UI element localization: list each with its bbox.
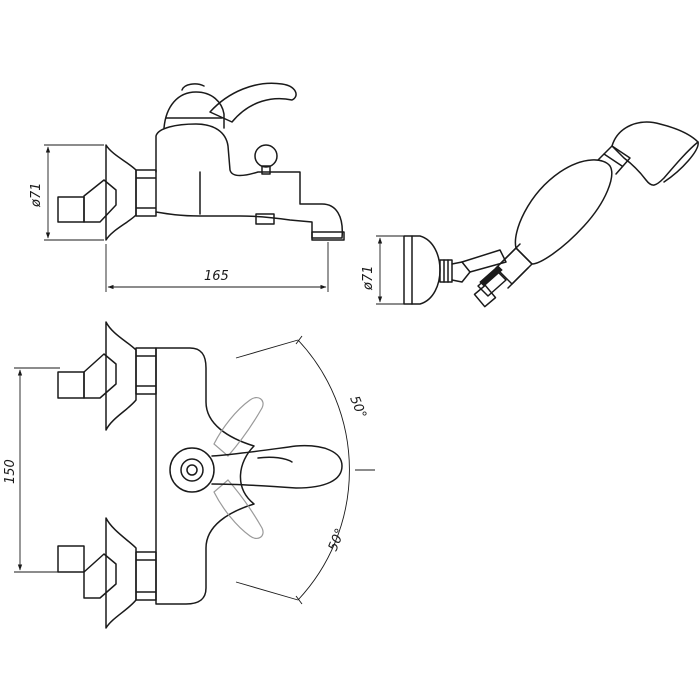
- holder-arm: [451, 261, 471, 283]
- inlet-pipe: [57, 196, 85, 223]
- upper-eccentric: [83, 353, 117, 399]
- holder-flange: [403, 235, 441, 305]
- wall-flange: [105, 144, 137, 241]
- lower-eccentric: [83, 553, 117, 599]
- angle-upper-label: 50°: [346, 394, 369, 421]
- lever-handle: [209, 82, 297, 123]
- shower-handle: [514, 159, 613, 265]
- cartridge-center: [186, 464, 198, 476]
- upper-inlet: [57, 371, 85, 399]
- lower-inlet: [57, 545, 85, 573]
- faucet-front-view: 50° 50° 150: [3, 321, 375, 629]
- lever-highlight: [257, 456, 293, 463]
- diverter-stem: [261, 165, 271, 175]
- spout-flange-diameter-label: ø71: [29, 183, 44, 209]
- lower-wall-flange: [105, 517, 137, 629]
- holder-bracket: [461, 249, 507, 273]
- cartridge-inner: [180, 458, 204, 482]
- aerator: [311, 231, 345, 241]
- front-lever: [211, 444, 343, 489]
- arc-tick-bottom: [295, 595, 303, 605]
- height-label: 150: [3, 459, 18, 484]
- hose-ring: [479, 265, 503, 287]
- upper-hex-nut: [135, 347, 157, 395]
- holder-nut-lines: [443, 259, 449, 283]
- lever-ghost-lower: [213, 479, 264, 540]
- collar-lines: [499, 243, 529, 289]
- length-label: 165: [204, 269, 229, 284]
- upper-angle-leader: [235, 339, 299, 359]
- shower-neck: [597, 145, 631, 175]
- hex-nut: [135, 169, 157, 217]
- hand-shower-view: ø71: [361, 121, 699, 308]
- cartridge-cap: [163, 91, 225, 129]
- neck-line: [603, 153, 623, 167]
- cartridge-outer: [169, 447, 215, 493]
- cap-top: [181, 83, 205, 91]
- upper-wall-flange: [105, 321, 137, 431]
- mixer-body: [155, 123, 344, 239]
- holder-nut: [439, 259, 453, 283]
- rotation-arc: [297, 339, 350, 601]
- front-body: [155, 347, 255, 605]
- lower-hex-nut: [135, 551, 157, 601]
- shower-head: [611, 121, 699, 186]
- diverter-knob: [254, 144, 278, 168]
- shower-face: [663, 141, 699, 183]
- faucet-side-view: ø71 165: [29, 82, 345, 292]
- hose-outlet: [255, 213, 275, 225]
- arc-tick-top: [295, 335, 303, 345]
- holder-flange-diameter-label: ø71: [361, 266, 376, 292]
- angle-lower-label: 50°: [326, 527, 349, 554]
- lever-ghost-upper: [213, 396, 264, 457]
- inlet-eccentric: [83, 179, 117, 223]
- lower-angle-leader: [235, 581, 299, 601]
- hose-tip: [473, 284, 497, 308]
